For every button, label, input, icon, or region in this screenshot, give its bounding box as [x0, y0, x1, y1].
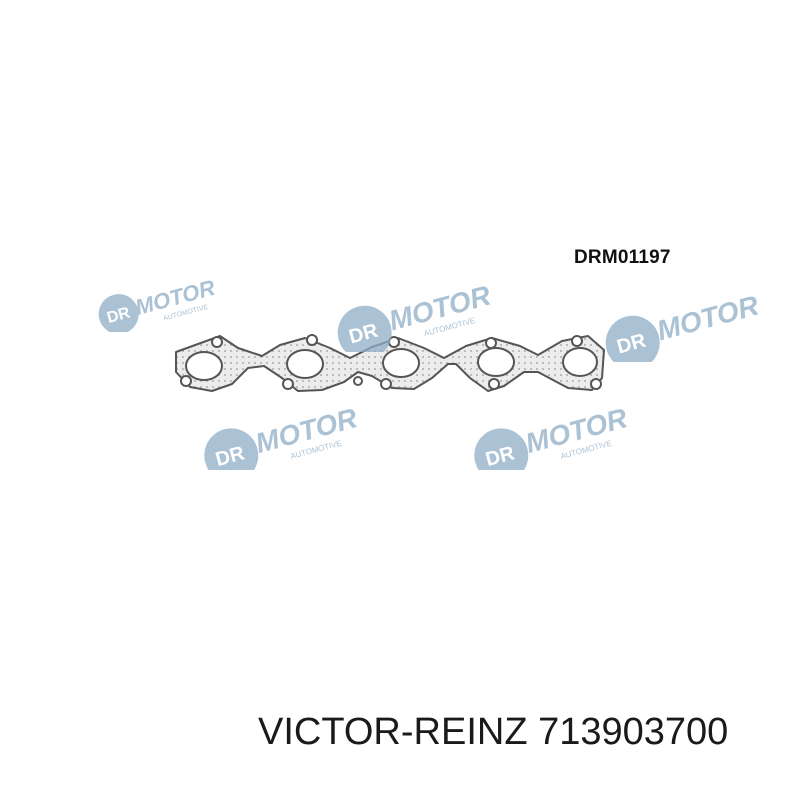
watermark-logo: DR MOTOR — [600, 272, 800, 370]
watermark-logo: DR MOTOR AUTOMOTIVE — [96, 262, 246, 337]
watermark-logo: DR MOTOR AUTOMOTIVE — [196, 370, 376, 483]
product-caption: VICTOR-REINZ 713903700 — [258, 711, 729, 753]
dr-motor-logo-icon: DR MOTOR AUTOMOTIVE — [204, 402, 361, 483]
watermark-logo: DR MOTOR AUTOMOTIVE — [332, 262, 512, 360]
part-code-label: DRM01197 — [574, 247, 671, 268]
dr-motor-logo-icon: DR MOTOR — [605, 289, 763, 370]
dr-motor-logo-icon: DR MOTOR AUTOMOTIVE — [98, 275, 218, 335]
svg-text:MOTOR: MOTOR — [654, 289, 763, 346]
watermark-logo: DR MOTOR AUTOMOTIVE — [466, 370, 656, 483]
dr-motor-logo-icon: DR MOTOR AUTOMOTIVE — [337, 279, 495, 360]
svg-text:DR: DR — [105, 304, 132, 327]
dr-motor-logo-icon: DR MOTOR AUTOMOTIVE — [474, 402, 631, 483]
